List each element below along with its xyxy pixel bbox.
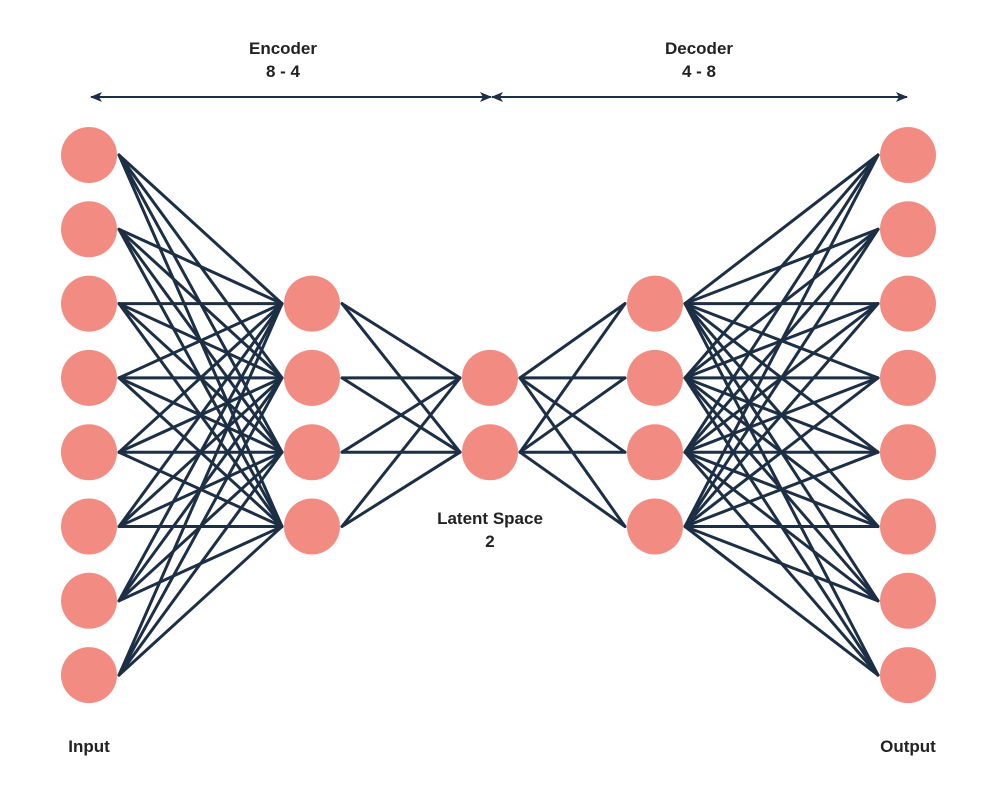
input-node-1 [61,127,117,183]
connection-latent-2-to-decoder-hidden-1 [518,302,627,454]
output-node-1 [880,127,936,183]
connection-encoder-hidden-4-to-latent-2 [340,450,462,528]
input-label: Input [68,737,110,756]
encoder-hidden-node-4 [284,498,340,555]
output-label: Output [880,737,936,756]
latent-node-2 [462,424,518,481]
connection-input-8-to-encoder-hidden-2 [117,376,284,677]
connection-decoder-hidden-1-to-output-1 [683,153,880,306]
connection-input-6-to-encoder-hidden-1 [117,302,284,528]
encoder-hidden-node-1 [284,275,340,332]
encoder-dims: 8 - 4 [266,62,301,81]
connection-latent-1-to-decoder-hidden-1 [518,302,627,380]
connection-latent-2-to-decoder-hidden-2 [518,376,627,454]
connection-decoder-hidden-4-to-output-1 [683,153,880,528]
connection-encoder-hidden-4-to-latent-1 [340,376,462,528]
connection-decoder-hidden-4-to-output-5 [683,450,880,528]
decoder-dims: 4 - 8 [682,62,716,81]
decoder-title: Decoder [665,39,733,58]
input-node-2 [61,201,117,258]
connection-input-1-to-encoder-hidden-1 [117,153,284,306]
connection-latent-2-to-decoder-hidden-4 [518,450,627,528]
input-node-4 [61,349,117,406]
connection-decoder-hidden-4-to-output-8 [683,525,880,677]
connection-decoder-hidden-3-to-output-1 [683,153,880,454]
connection-input-5-to-encoder-hidden-1 [117,302,284,454]
connection-decoder-hidden-4-to-output-3 [683,302,880,528]
connections [117,153,880,677]
connection-input-8-to-encoder-hidden-3 [117,450,284,677]
connection-input-8-to-encoder-hidden-1 [117,302,284,677]
encoder-title: Encoder [249,39,317,58]
output-node-7 [880,572,936,629]
connection-input-2-to-encoder-hidden-1 [117,227,284,306]
decoder-hidden-node-2 [627,349,683,406]
decoder-hidden-node-3 [627,424,683,481]
latent-node-1 [462,349,518,406]
encoder-hidden-node-3 [284,424,340,481]
output-node-8 [880,647,936,704]
connection-encoder-hidden-1-to-latent-1 [340,302,462,380]
connection-decoder-hidden-4-to-output-2 [683,227,880,528]
output-node-2 [880,201,936,258]
input-node-7 [61,572,117,629]
latent-size: 2 [485,532,494,551]
output-node-4 [880,349,936,406]
connection-input-7-to-encoder-hidden-1 [117,302,284,603]
input-node-3 [61,275,117,332]
input-node-8 [61,647,117,704]
output-node-6 [880,498,936,555]
decoder-hidden-node-4 [627,498,683,555]
connection-decoder-hidden-4-to-output-7 [683,525,880,603]
connection-input-4-to-encoder-hidden-1 [117,302,284,380]
output-node-5 [880,424,936,481]
input-node-5 [61,424,117,481]
latent-title: Latent Space [437,509,543,528]
encoder-hidden-node-2 [284,349,340,406]
connection-decoder-hidden-2-to-output-1 [683,153,880,380]
connection-decoder-hidden-4-to-output-4 [683,376,880,528]
connection-input-8-to-encoder-hidden-4 [117,525,284,677]
neurons [61,127,936,704]
input-node-6 [61,498,117,555]
decoder-hidden-node-1 [627,275,683,332]
output-node-3 [880,275,936,332]
connection-encoder-hidden-3-to-latent-1 [340,376,462,454]
